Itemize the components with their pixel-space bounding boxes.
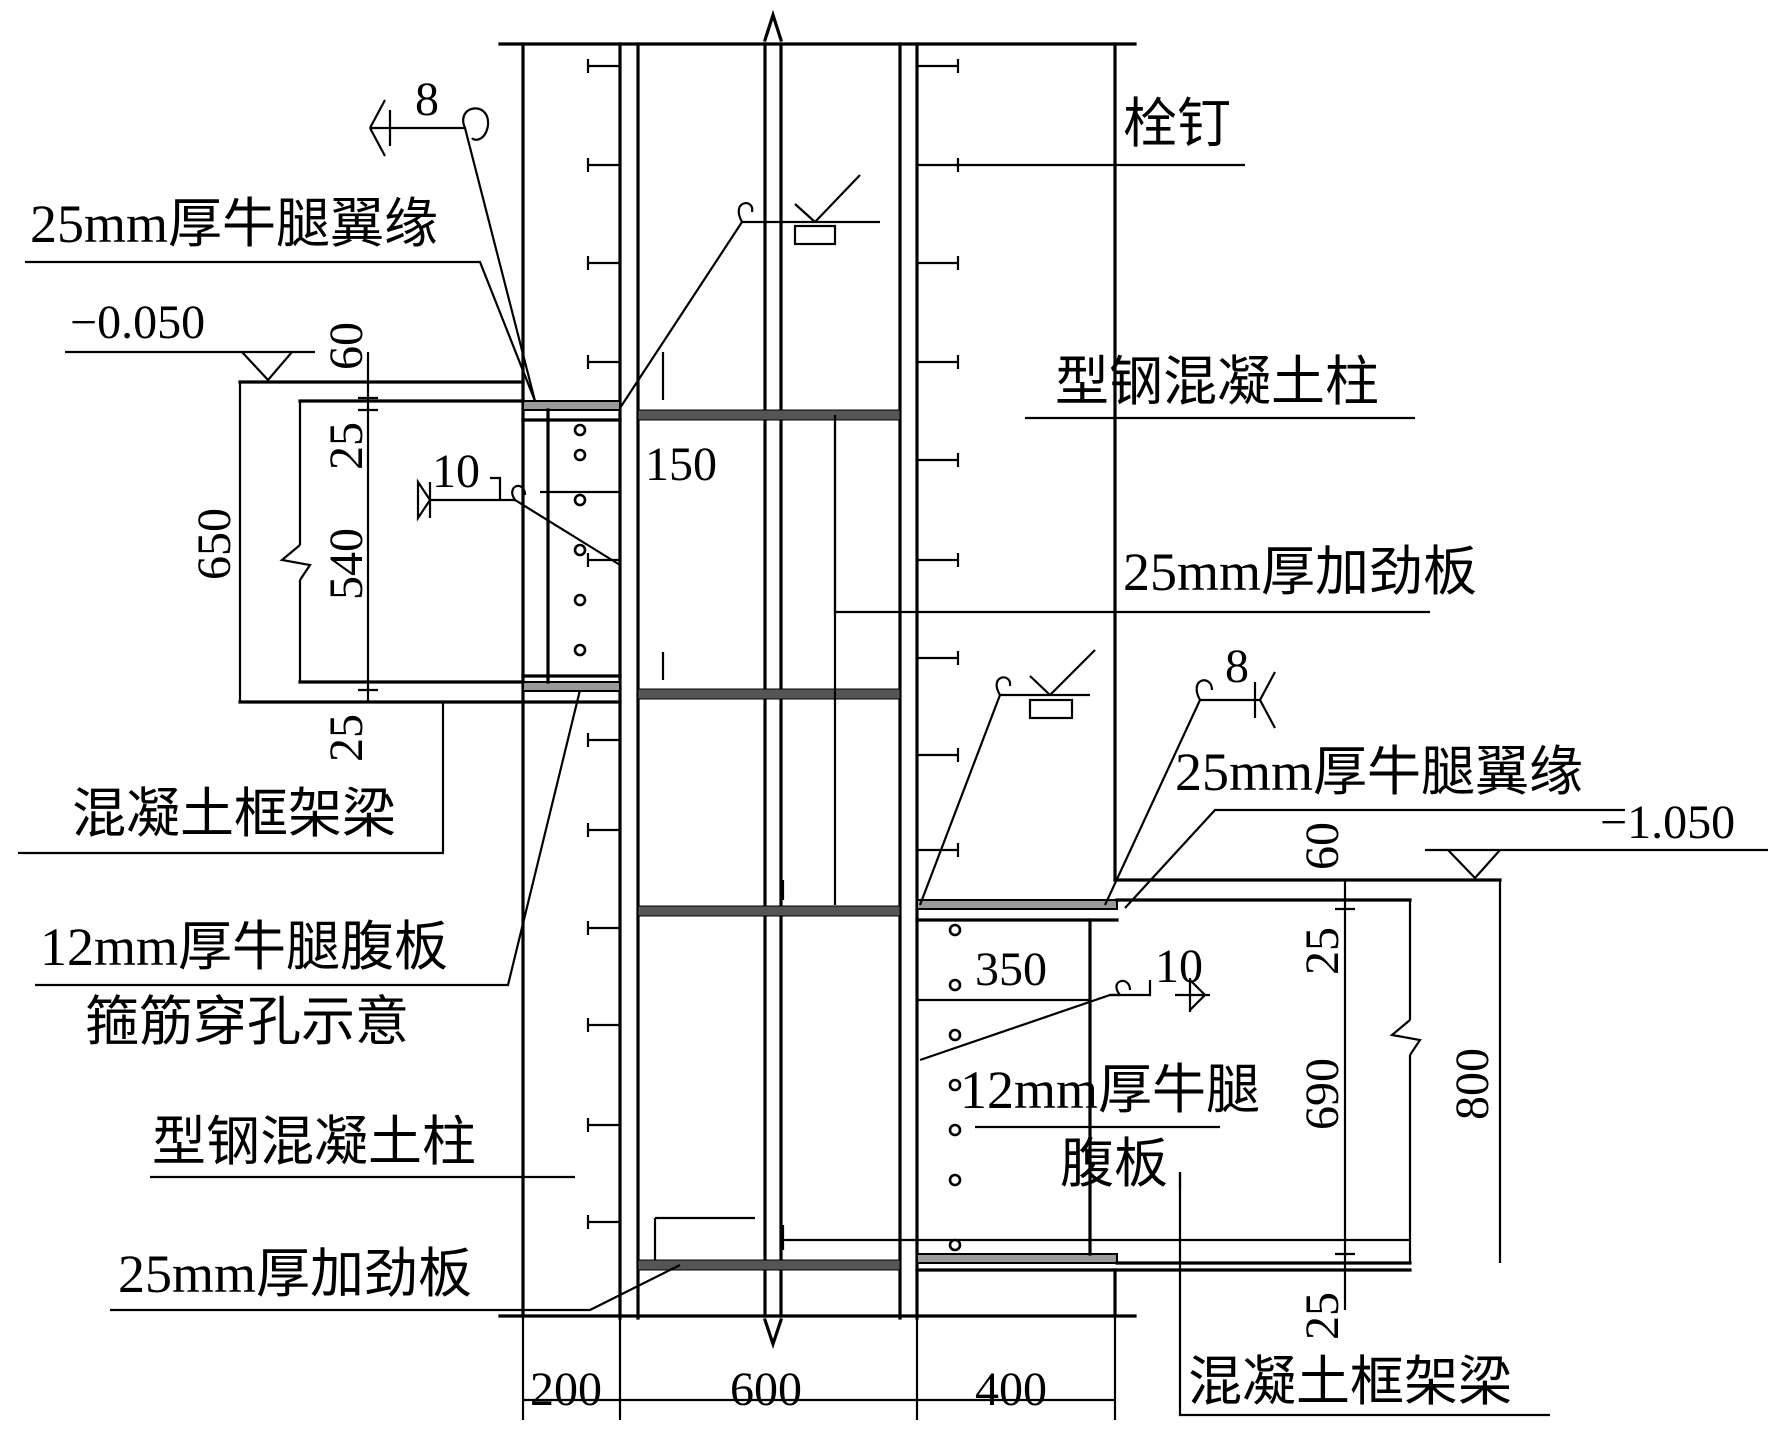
stirrup-hole [948,923,962,937]
dim-right-25-bottom: 25 [1296,1292,1349,1340]
break-mark-bottom [762,1317,784,1350]
elevation-triangle-right [1447,849,1501,880]
weld-size-top-left: 8 [415,73,439,126]
stirrup-holes-right [948,923,962,1252]
left-corbel-bottom-flange [522,681,621,692]
stirrup-hole [573,643,587,657]
shear-studs-left [586,59,620,1229]
stirrup-hole [948,978,962,992]
break-mark-top [762,9,784,43]
text-labels: 栓钉 型钢混凝土柱 25mm厚牛腿翼缘 25mm厚加劲板 25mm厚牛腿翼缘 混… [30,73,1735,1416]
stirrup-hole [573,543,587,557]
dim-200: 200 [530,1363,602,1416]
weld-symbol-right [1195,671,1276,729]
elevation-left: −0.050 [70,296,205,349]
dim-600: 600 [730,1363,802,1416]
label-beam-right: 混凝土框架梁 [1188,1352,1512,1412]
elevation-markers [65,350,1768,880]
weld-symbol-web-right [1110,978,1210,1012]
label-web-right-1: 12mm厚牛腿 [960,1060,1260,1120]
label-column-left: 型钢混凝土柱 [152,1112,476,1172]
stirrup-hole [573,593,587,607]
stirrup-hole [948,1173,962,1187]
stirrup-hole [948,1028,962,1042]
dim-350: 350 [975,943,1047,996]
dim-150: 150 [645,438,717,491]
weld-symbol-top-left [369,99,490,157]
label-web-left-2: 箍筋穿孔示意 [85,992,409,1052]
leader-lines [18,126,1625,1417]
label-column-right: 型钢混凝土柱 [1055,352,1379,412]
label-web-right-2: 腹板 [1060,1134,1168,1194]
dim-left-540: 540 [320,528,373,600]
elevation-triangle-left [241,351,293,382]
weld-symbol-groove-right [995,649,1096,720]
right-corbel [781,878,1502,1272]
weld-size-web-left: 10 [432,445,480,498]
label-stiffener-left: 25mm厚加劲板 [118,1244,472,1304]
left-concrete-beam [238,352,665,704]
label-web-left-1: 12mm厚牛腿腹板 [40,917,448,977]
weld-size-right: 8 [1225,640,1249,693]
stiffener-plate-1 [637,409,901,421]
stirrup-hole [948,1238,962,1252]
label-flange-right: 25mm厚牛腿翼缘 [1175,742,1583,802]
dim-left-25-bottom: 25 [320,714,373,762]
label-stud: 栓钉 [1123,94,1231,154]
weld-size-web-right: 10 [1155,940,1203,993]
weld-symbols [369,99,1276,1012]
right-corbel-top-flange [916,899,1118,910]
stirrup-hole [573,493,587,507]
dimension-lines [238,352,1502,1420]
label-flange-top: 25mm厚牛腿翼缘 [30,194,438,254]
stirrup-hole [948,1078,962,1092]
stirrup-hole [573,448,587,462]
elevation-right: −1.050 [1600,796,1735,849]
dim-right-690: 690 [1296,1058,1349,1130]
dim-left-60: 60 [320,322,373,370]
stirrup-hole [948,1123,962,1137]
dim-right-800: 800 [1446,1048,1499,1120]
stiffener-plate-3 [637,905,901,917]
dim-400: 400 [975,1363,1047,1416]
shear-studs-right [917,59,960,857]
left-corbel-top-flange [522,400,621,411]
weld-symbol-groove-top [737,174,861,246]
label-beam-left: 混凝土框架梁 [72,784,396,844]
stirrup-holes-left [573,423,587,657]
left-corbel [521,400,622,692]
dim-right-60: 60 [1296,822,1349,870]
label-stiffener-right: 25mm厚加劲板 [1123,542,1477,602]
right-corbel-bottom-flange [916,1253,1118,1264]
stiffener-plate-4 [637,1259,901,1271]
dim-left-25-top: 25 [320,422,373,470]
dim-right-25-top: 25 [1296,927,1349,975]
stiffener-plates [637,409,901,1271]
stiffener-plate-2 [637,688,901,700]
column-body [498,9,1137,1350]
weld-symbol-web-left [416,476,527,522]
dim-left-650: 650 [188,508,241,580]
stirrup-hole [573,423,587,437]
